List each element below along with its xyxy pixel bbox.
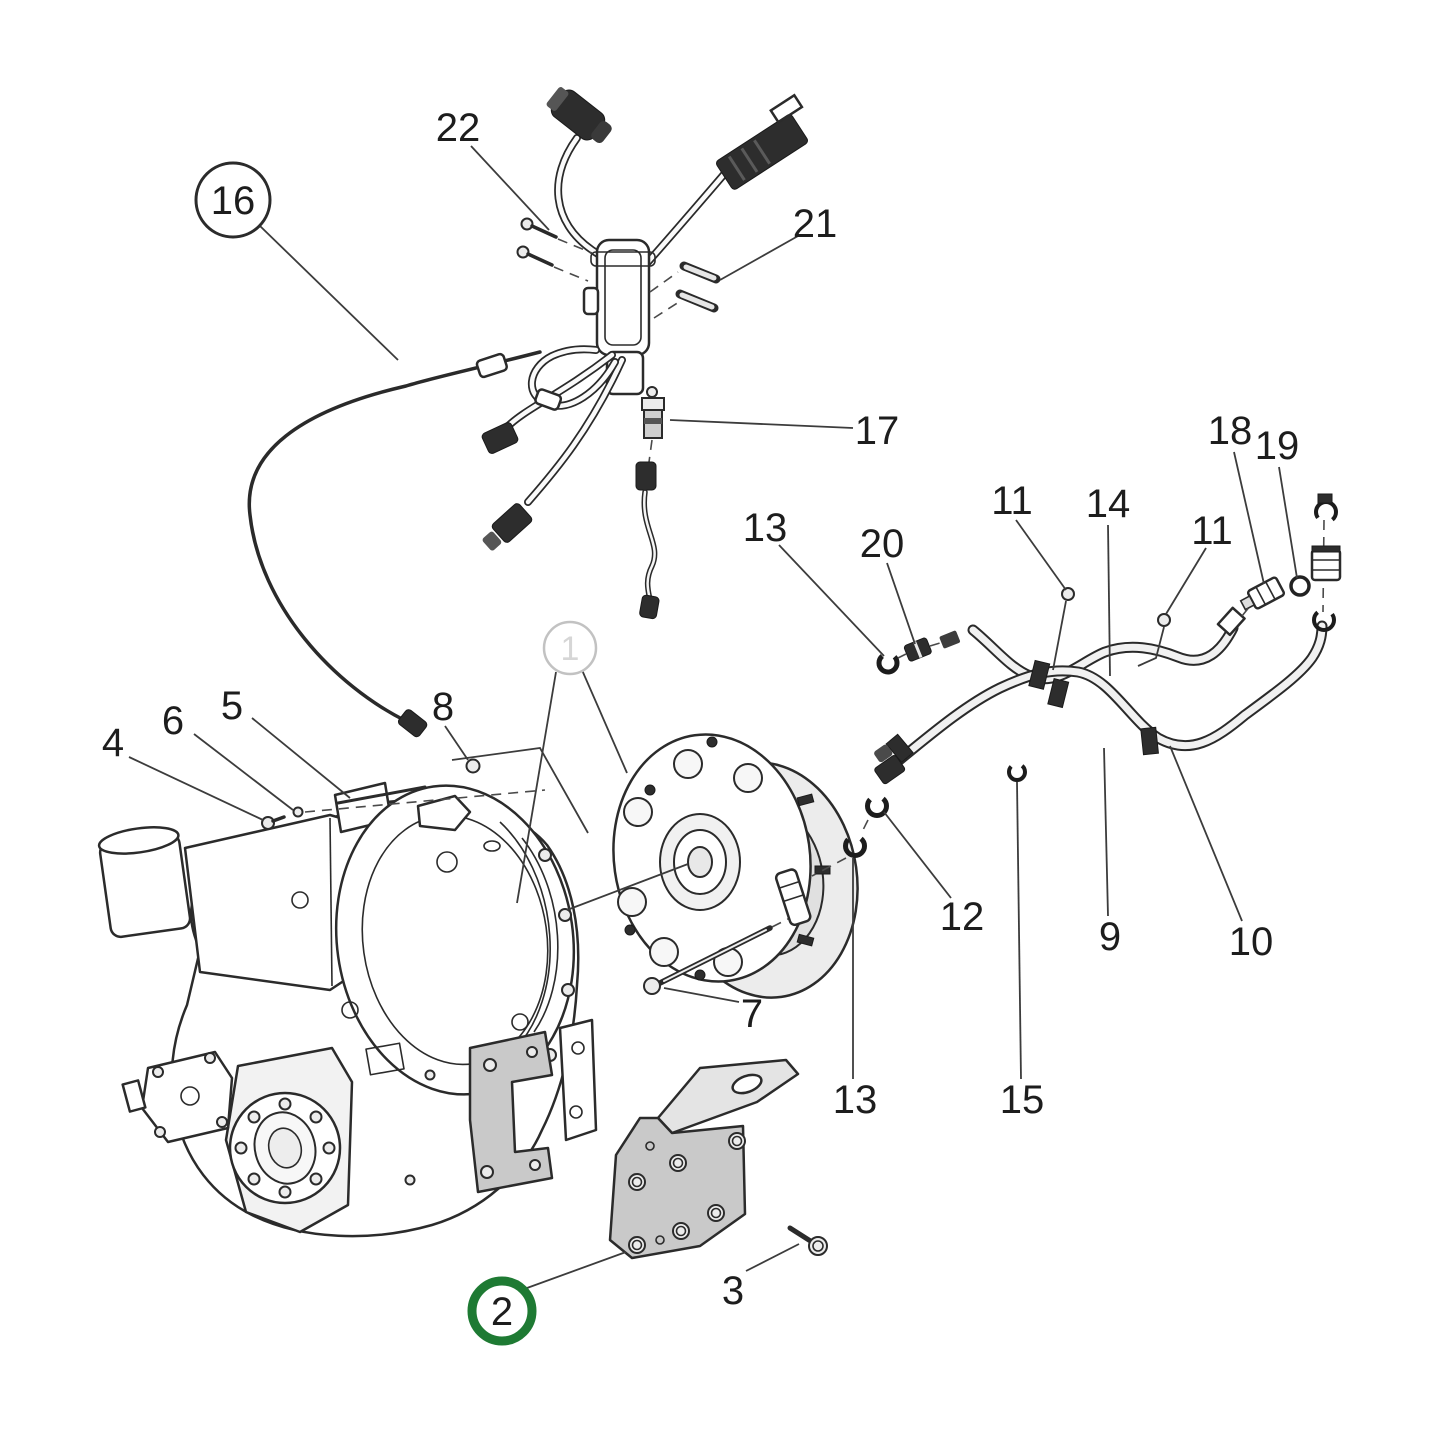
- wiring-harness: [247, 87, 808, 738]
- round-connector: [546, 87, 612, 144]
- callout-18[interactable]: 18: [1208, 409, 1253, 453]
- sensor-17: [635, 386, 665, 620]
- harness-junction-block: [582, 238, 656, 396]
- housing-side-plate: [468, 1018, 598, 1194]
- branch-connector-b: [491, 503, 533, 543]
- o-ring-19: [1289, 575, 1311, 597]
- callout-21[interactable]: 21: [793, 202, 838, 246]
- callout-3[interactable]: 3: [722, 1269, 744, 1313]
- callout-7[interactable]: 7: [741, 992, 763, 1036]
- callout-16[interactable]: 16: [194, 161, 272, 239]
- wire-ferrule: [475, 352, 508, 379]
- svg-text:2: 2: [491, 1290, 513, 1334]
- svg-text:1: 1: [561, 630, 580, 668]
- coupling-bolt-7: [643, 912, 801, 995]
- callout-1-faint[interactable]: 1: [542, 620, 598, 676]
- harness-dark-wire: [247, 350, 542, 724]
- transmission-assembly: [97, 781, 598, 1238]
- callout-11-left[interactable]: 11: [991, 479, 1033, 523]
- callout-11-right[interactable]: 11: [1191, 509, 1233, 553]
- rect-connector: [716, 93, 808, 190]
- callout-6[interactable]: 6: [162, 699, 184, 743]
- callout-13-upper[interactable]: 13: [743, 506, 788, 550]
- callout-4[interactable]: 4: [102, 721, 124, 765]
- callout-19[interactable]: 19: [1255, 424, 1300, 468]
- svg-text:16: 16: [211, 179, 256, 223]
- callout-20[interactable]: 20: [860, 522, 905, 566]
- callout-12[interactable]: 12: [940, 895, 985, 939]
- fitting-chain-lower: [774, 744, 906, 927]
- callout-9[interactable]: 9: [1099, 915, 1121, 959]
- filter-cylinder: [97, 826, 192, 939]
- callout-13-lower[interactable]: 13: [833, 1078, 878, 1122]
- terminal-sleeves-21: [649, 261, 721, 319]
- fitting-chain-upper: [876, 630, 960, 675]
- callout-10[interactable]: 10: [1229, 920, 1274, 964]
- hose-clamp: [1140, 726, 1159, 756]
- small-fasteners: [261, 747, 589, 834]
- bracket-bolts: [628, 1132, 746, 1254]
- callout-15[interactable]: 15: [1000, 1078, 1045, 1122]
- hose-end-elbow: [1216, 606, 1246, 637]
- hose-clamp: [885, 733, 914, 764]
- callout-14[interactable]: 14: [1086, 482, 1131, 526]
- leader-lines: [128, 145, 1298, 1289]
- dark-wire-connector: [397, 709, 428, 738]
- coupling-damper: [612, 733, 859, 999]
- callout-5[interactable]: 5: [221, 684, 243, 728]
- fitting-18: [1239, 576, 1286, 611]
- callout-2-highlighted[interactable]: 2: [467, 1276, 537, 1346]
- loop-ferrule: [534, 388, 563, 411]
- callout-17[interactable]: 17: [855, 409, 900, 453]
- output-flange: [224, 1046, 354, 1234]
- hose-clamp: [1047, 678, 1070, 709]
- hydraulic-hoses: [774, 493, 1342, 927]
- bracket-bolt-3: [787, 1225, 828, 1256]
- terminal-pins-22: [516, 217, 593, 282]
- ring-15: [1007, 762, 1027, 782]
- branch-connector-a: [481, 422, 519, 454]
- fitting-stack-right: [1310, 493, 1342, 632]
- pto-pump: [121, 1050, 234, 1144]
- hose-nut-11-right: [1137, 613, 1171, 667]
- callout-8[interactable]: 8: [432, 685, 454, 729]
- callouts: 16 22 21 17 13 20 11 14 11 18 19 1 4 6 5…: [102, 106, 1300, 1346]
- callout-22[interactable]: 22: [436, 106, 481, 150]
- hose-clamp: [1028, 659, 1051, 690]
- hose-nut-11-left: [1052, 587, 1075, 671]
- mounting-bracket: [608, 1058, 828, 1260]
